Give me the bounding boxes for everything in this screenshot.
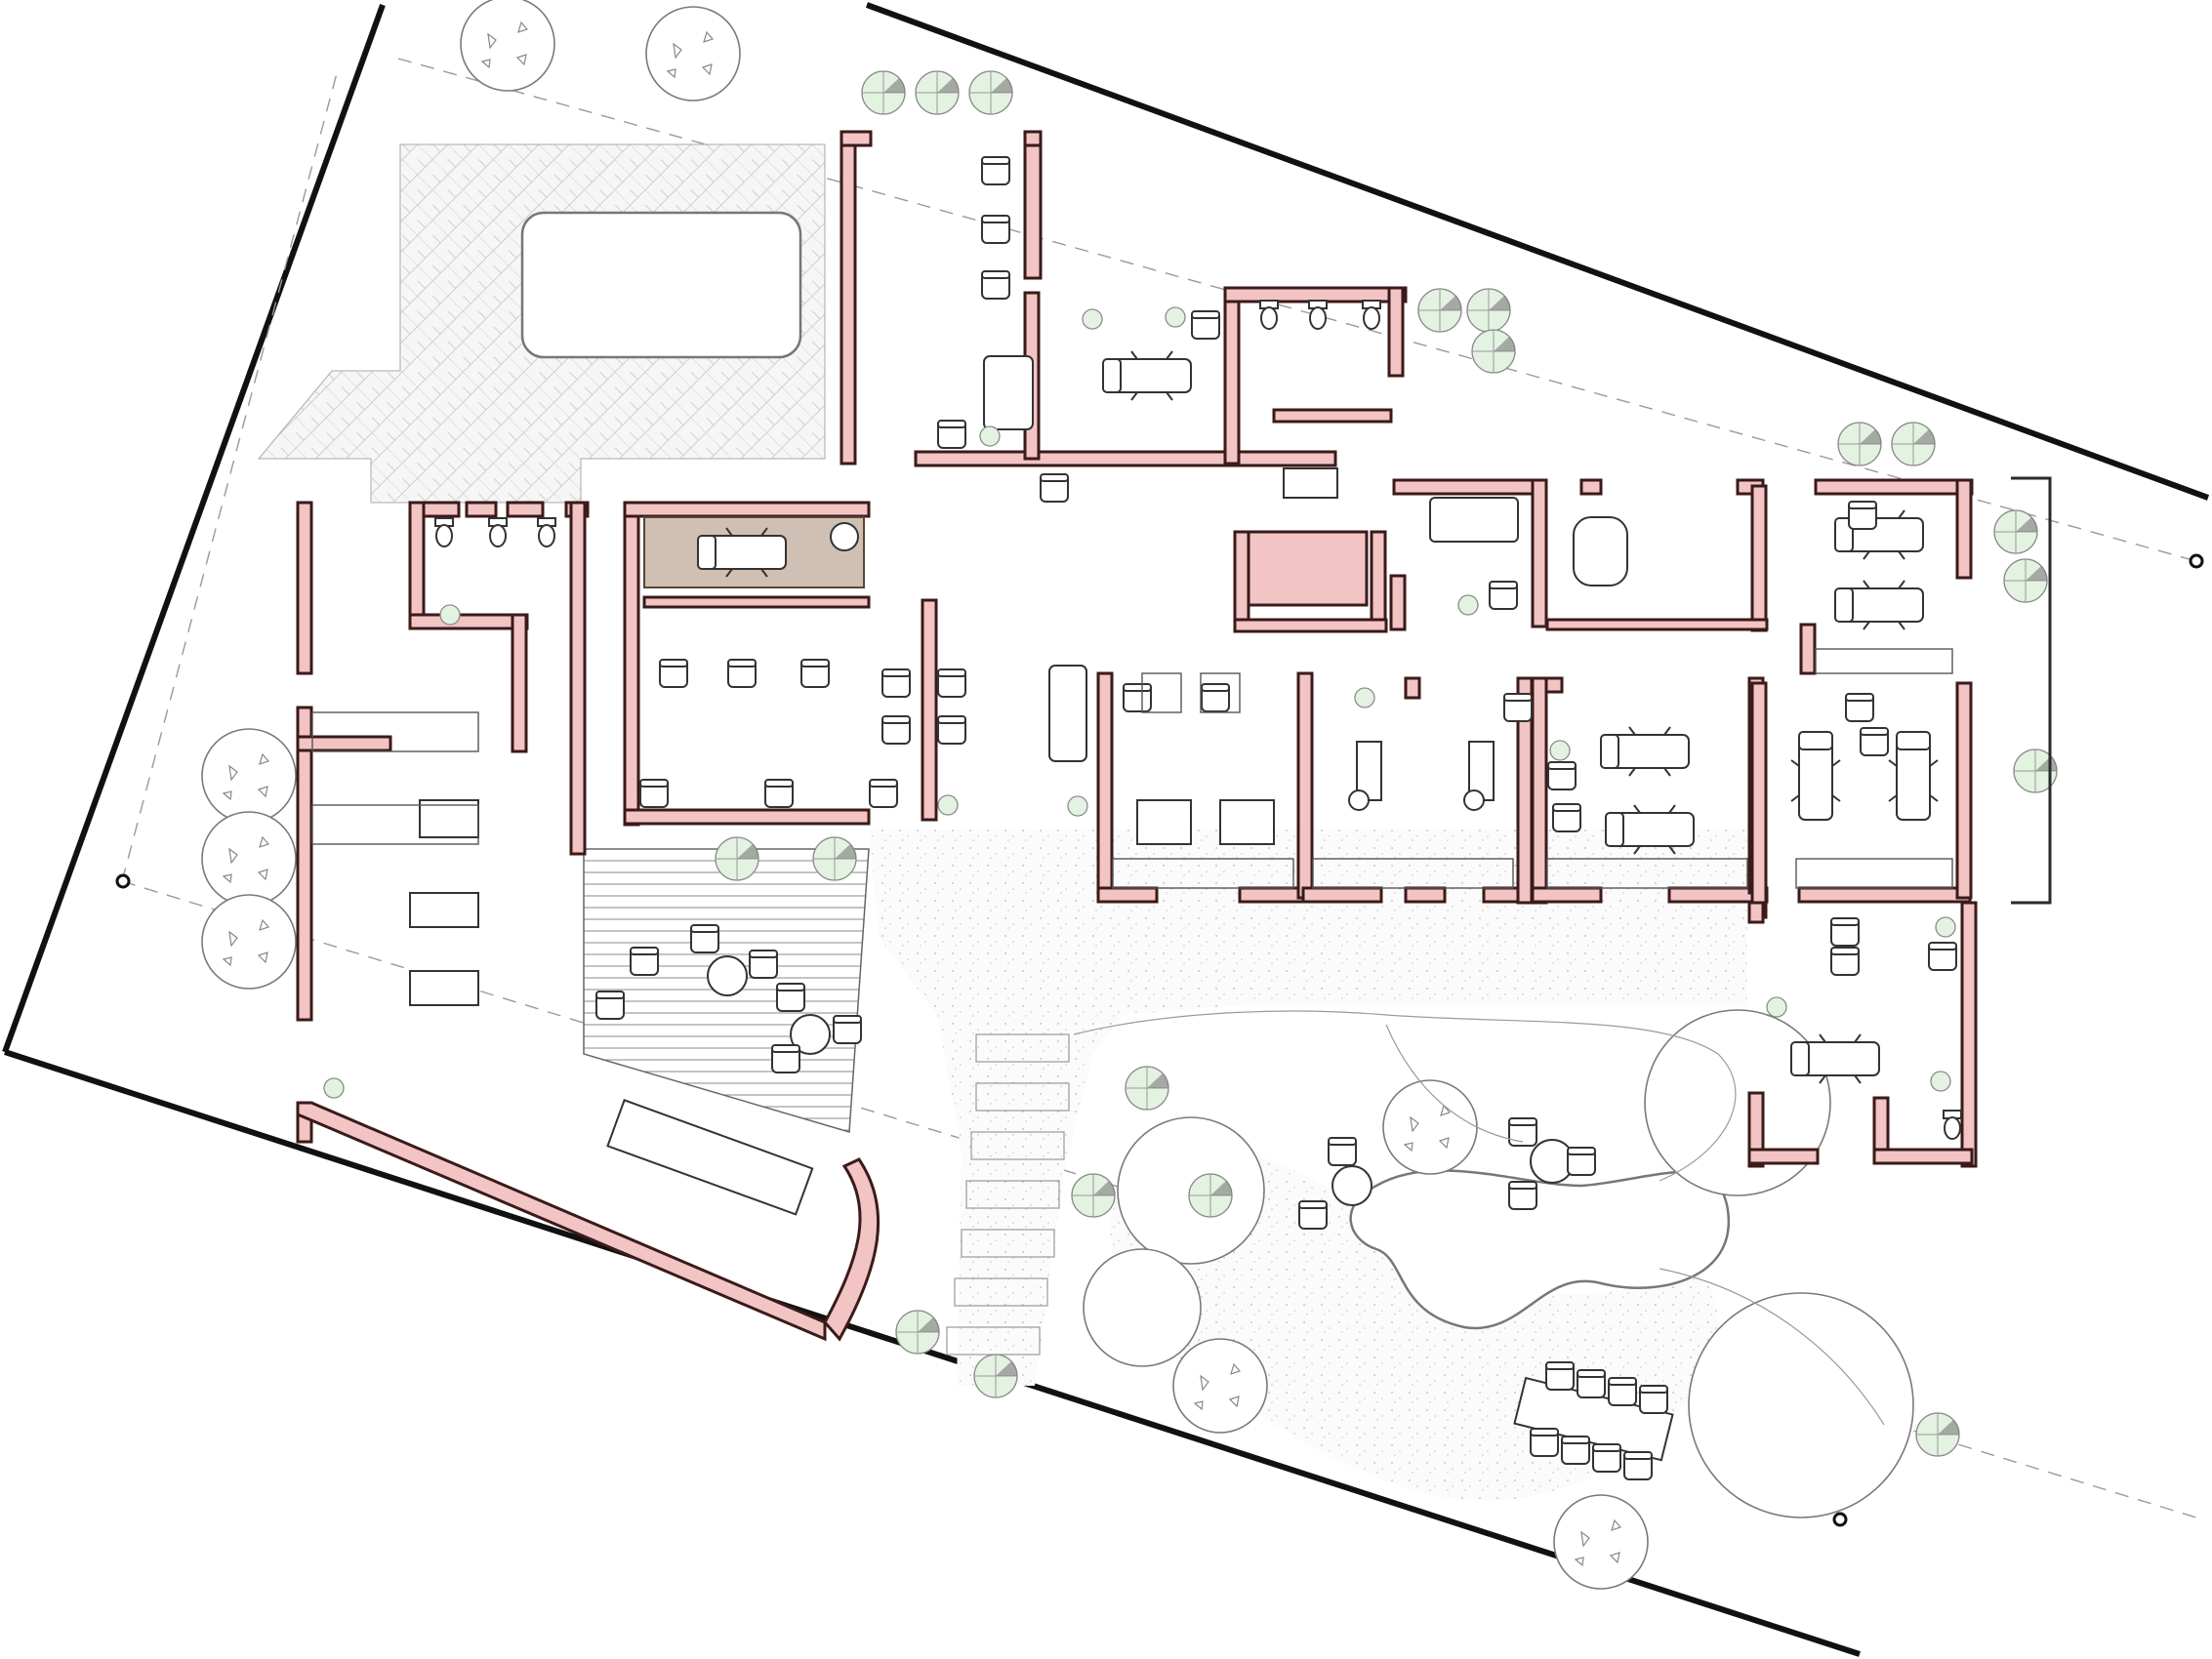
garden-pond	[1349, 1169, 1731, 1330]
pool	[520, 211, 802, 359]
highlighted-treatment-room	[643, 516, 865, 588]
outdoor-seating	[595, 924, 1596, 1230]
lounge	[409, 355, 1628, 1216]
planters	[323, 306, 1956, 1099]
building-walls	[296, 130, 2052, 1342]
dining-table	[1513, 1361, 1674, 1480]
garden-edges	[1073, 1010, 1885, 1426]
clinic-units	[1136, 741, 1495, 845]
counters	[311, 648, 1953, 889]
